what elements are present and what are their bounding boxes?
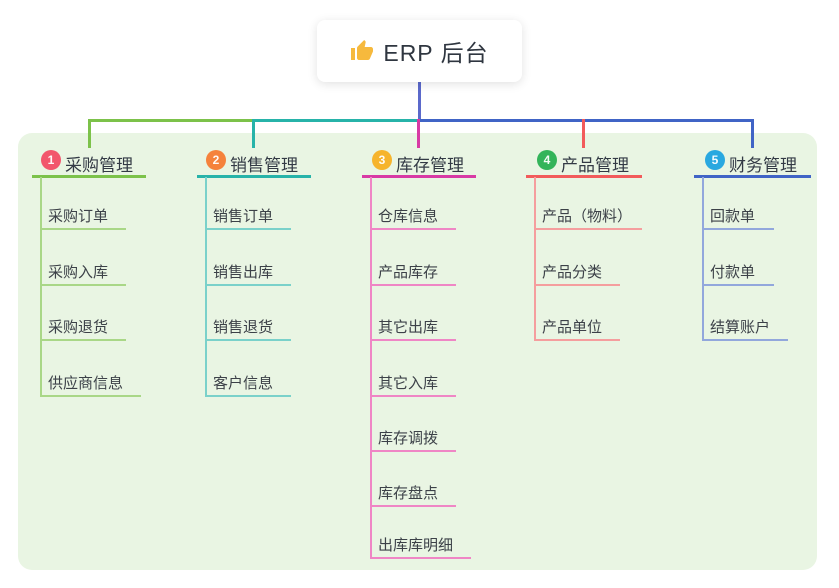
- child-node[interactable]: 采购退货: [48, 319, 109, 336]
- child-node[interactable]: 产品分类: [542, 264, 603, 281]
- branch-underline: [694, 175, 811, 178]
- root-node[interactable]: ERP 后台: [317, 20, 522, 82]
- child-node[interactable]: 采购入库: [48, 264, 109, 281]
- child-node[interactable]: 供应商信息: [48, 375, 124, 392]
- child-node[interactable]: 库存调拨: [378, 430, 439, 447]
- child-node[interactable]: 其它入库: [378, 375, 439, 392]
- branch-number-badge: 3: [372, 150, 392, 170]
- mindmap-canvas: [18, 133, 817, 570]
- connector-drop-inventory: [417, 119, 420, 148]
- branch-trunk-line: [534, 177, 536, 341]
- child-node[interactable]: 销售退货: [213, 319, 274, 336]
- child-underline: [534, 339, 620, 341]
- branch-label-sales[interactable]: 销售管理: [230, 156, 298, 175]
- root-connector-line: [418, 82, 421, 122]
- root-title: ERP 后台: [383, 40, 489, 66]
- branch-underline: [197, 175, 311, 178]
- branch-label-finance[interactable]: 财务管理: [729, 156, 797, 175]
- child-underline: [205, 284, 291, 286]
- child-node[interactable]: 出库库明细: [378, 537, 454, 554]
- branch-number-badge: 4: [537, 150, 557, 170]
- child-node[interactable]: 库存盘点: [378, 485, 439, 502]
- branch-trunk-line: [205, 177, 207, 397]
- child-underline: [40, 284, 126, 286]
- child-node[interactable]: 销售订单: [213, 208, 274, 225]
- child-node[interactable]: 其它出库: [378, 319, 439, 336]
- child-node[interactable]: 产品（物料）: [542, 208, 633, 225]
- thumbs-up-icon: [351, 40, 374, 60]
- child-node[interactable]: 付款单: [710, 264, 756, 281]
- child-underline: [370, 339, 456, 341]
- child-node[interactable]: 销售出库: [213, 264, 274, 281]
- branch-trunk-line: [40, 177, 42, 397]
- branch-trunk-line: [370, 177, 372, 559]
- connector-sales: [253, 119, 419, 122]
- branch-underline: [526, 175, 642, 178]
- branch-number-badge: 2: [206, 150, 226, 170]
- child-node[interactable]: 仓库信息: [378, 208, 439, 225]
- child-underline: [370, 284, 456, 286]
- child-underline: [205, 395, 291, 397]
- child-node[interactable]: 产品单位: [542, 319, 603, 336]
- branch-label-inventory[interactable]: 库存管理: [396, 156, 464, 175]
- branch-number-badge: 1: [41, 150, 61, 170]
- child-underline: [40, 228, 126, 230]
- child-underline: [205, 339, 291, 341]
- branch-label-purchase[interactable]: 采购管理: [65, 156, 133, 175]
- child-node[interactable]: 客户信息: [213, 375, 274, 392]
- branch-underline: [362, 175, 476, 178]
- branch-label-product[interactable]: 产品管理: [561, 156, 629, 175]
- connector-finance: [419, 119, 754, 122]
- child-node[interactable]: 产品库存: [378, 264, 439, 281]
- child-underline: [702, 228, 774, 230]
- child-underline: [40, 339, 126, 341]
- child-underline: [205, 228, 291, 230]
- child-underline: [534, 284, 620, 286]
- connector-drop-finance: [751, 119, 754, 148]
- connector-drop-sales: [252, 119, 255, 148]
- child-node[interactable]: 采购订单: [48, 208, 109, 225]
- child-underline: [40, 395, 141, 397]
- connector-drop-product: [582, 119, 585, 148]
- child-underline: [370, 228, 456, 230]
- child-underline: [370, 557, 471, 559]
- child-underline: [370, 450, 456, 452]
- child-node[interactable]: 回款单: [710, 208, 756, 225]
- branch-number-badge: 5: [705, 150, 725, 170]
- branch-underline: [32, 175, 146, 178]
- child-underline: [702, 339, 788, 341]
- child-underline: [370, 505, 456, 507]
- child-node[interactable]: 结算账户: [710, 319, 771, 336]
- branch-trunk-line: [702, 177, 704, 341]
- child-underline: [702, 284, 774, 286]
- connector-purchase: [88, 119, 253, 122]
- child-underline: [370, 395, 456, 397]
- child-underline: [534, 228, 642, 230]
- connector-drop-purchase: [88, 119, 91, 148]
